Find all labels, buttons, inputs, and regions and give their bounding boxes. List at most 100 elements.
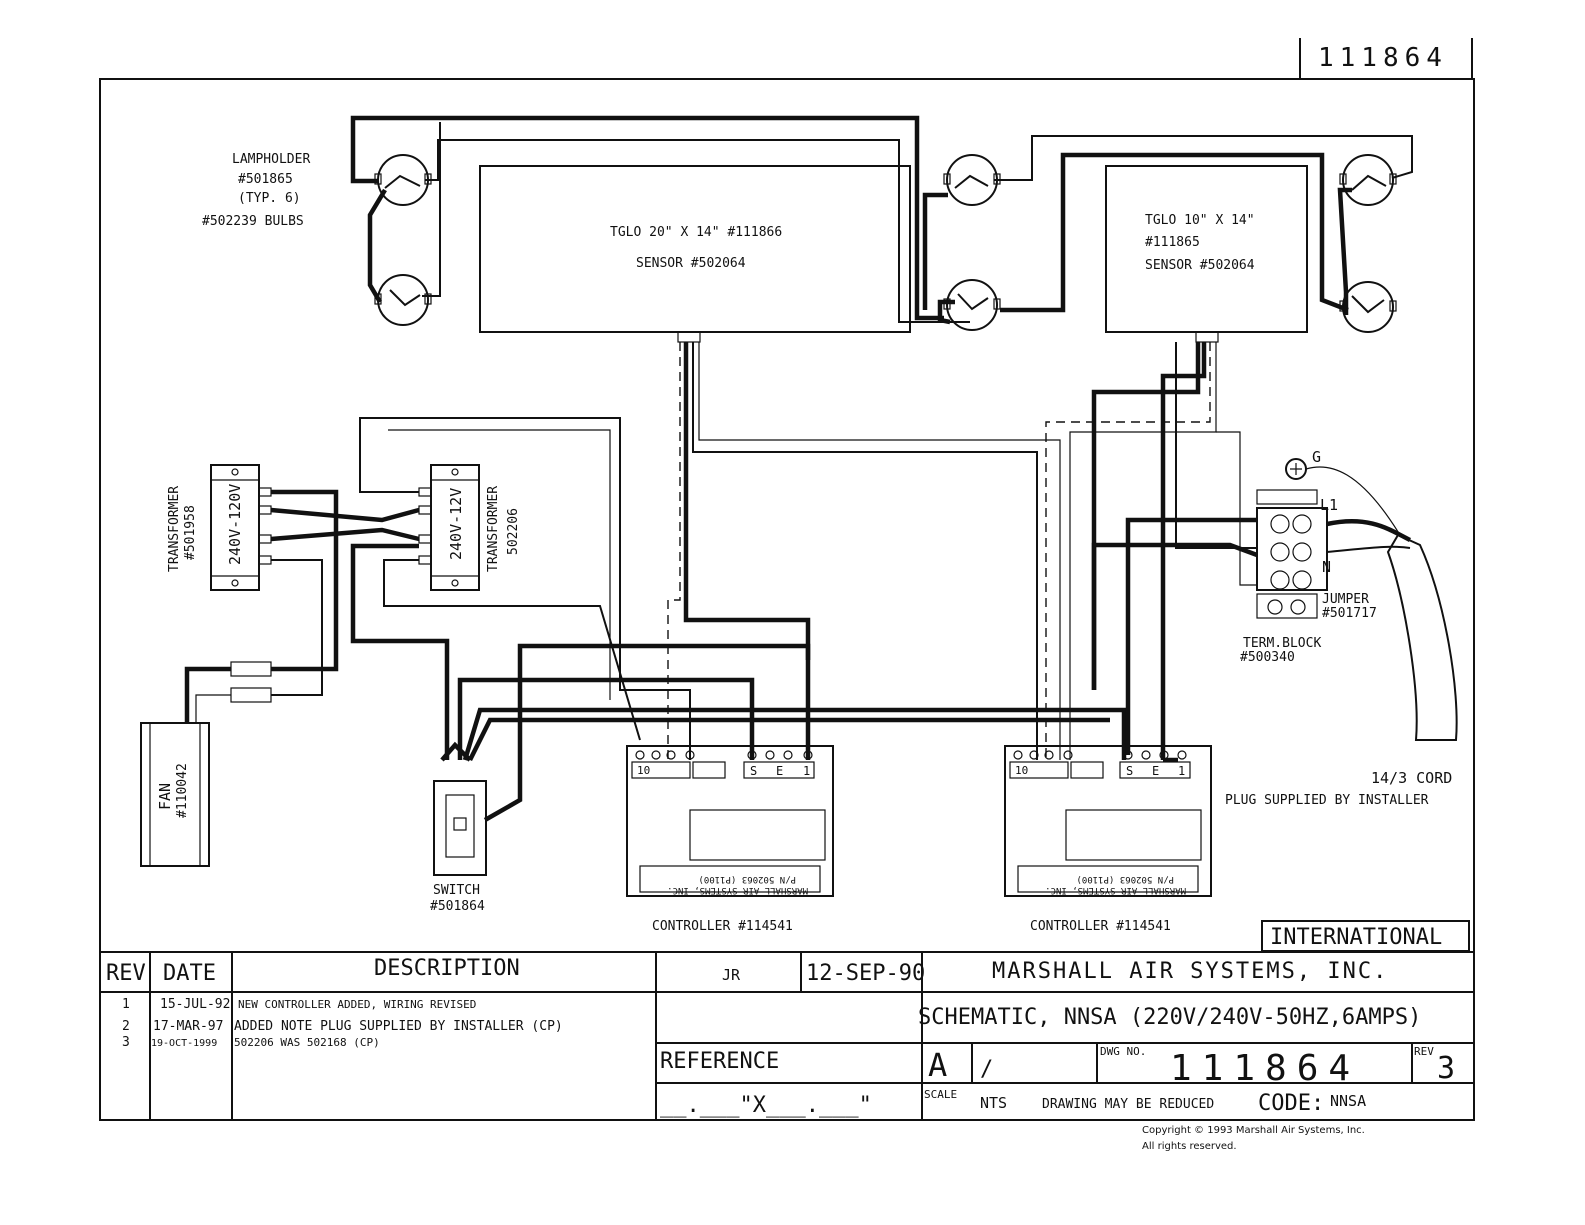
fan (140, 722, 210, 867)
fan-label: FAN (156, 783, 174, 810)
dwg-no-label: DWG NO. (1100, 1045, 1146, 1058)
transformer-left-part: #501958 (183, 505, 198, 560)
tglo-large-sensor: SENSOR #502064 (636, 256, 746, 271)
transformer-240v-120v: 240V-120V (210, 464, 272, 591)
term-block-label: TERM.BLOCK (1243, 636, 1321, 651)
svg-text:LAMPHOLDER: LAMPHOLDER (232, 152, 310, 167)
term-block-part: #500340 (1240, 650, 1295, 665)
tglo-small-sensor: SENSOR #502064 (1145, 258, 1255, 273)
jumper-label: JUMPER (1322, 592, 1369, 607)
svg-text:502206 WAS 502168 (CP): 502206 WAS 502168 (CP) (234, 1036, 380, 1049)
switch-label: SWITCH (433, 883, 480, 898)
svg-text:MARSHALL AIR SYSTEMS, INC.: MARSHALL AIR SYSTEMS, INC. (667, 885, 808, 895)
code-value: NNSA (1330, 1092, 1366, 1110)
svg-text:S: S (1126, 764, 1133, 778)
svg-text:(TYP. 6): (TYP. 6) (238, 191, 301, 206)
svg-text:1: 1 (803, 764, 810, 778)
scale-value: NTS (980, 1094, 1007, 1112)
revision-row: 2 17-MAR-97 ADDED NOTE PLUG SUPPLIED BY … (122, 1019, 563, 1034)
sheet-border (99, 38, 1475, 1121)
svg-text:#501865: #501865 (238, 172, 293, 187)
company-name: MARSHALL AIR SYSTEMS, INC. (992, 959, 1388, 984)
svg-text:E: E (1152, 764, 1159, 778)
svg-text:15-JUL-92: 15-JUL-92 (160, 997, 230, 1012)
lampholder (1339, 281, 1397, 333)
svg-text:17-MAR-97: 17-MAR-97 (153, 1019, 223, 1034)
cord-label: 14/3 CORD (1371, 769, 1452, 787)
terminal-l1-label: L1 (1320, 496, 1338, 514)
controller-right: 10 S E 1 MARSHALL AIR SYSTEMS, INC. P/N … (1004, 745, 1212, 897)
tglo-small-part: #111865 (1145, 235, 1200, 250)
svg-text:240V-12V: 240V-12V (447, 488, 465, 560)
dwg-no-value: 111864 (1170, 1048, 1360, 1089)
sensor-wiring (667, 331, 1219, 763)
terminal-g-label: G (1312, 448, 1321, 466)
controller-left: 10 S E 1 MARSHALL AIR SYSTEMS, INC. P/N … (626, 745, 834, 897)
svg-text:19-OCT-1999: 19-OCT-1999 (151, 1038, 217, 1049)
reference-label: REFERENCE (660, 1049, 779, 1074)
svg-text:2: 2 (122, 1019, 130, 1034)
svg-text:240V-120V: 240V-120V (226, 484, 244, 565)
svg-text:ADDED NOTE PLUG SUPPLIED BY IN: ADDED NOTE PLUG SUPPLIED BY INSTALLER (C… (234, 1019, 563, 1034)
svg-text:MARSHALL AIR SYSTEMS, INC.: MARSHALL AIR SYSTEMS, INC. (1045, 885, 1186, 895)
tglo-small-label: TGLO 10" X 14" (1145, 213, 1255, 228)
size-value: A (928, 1046, 947, 1084)
fan-part: #110042 (175, 763, 190, 818)
svg-text:3: 3 (122, 1035, 130, 1050)
lampholder (943, 154, 1001, 206)
terminal-block (1256, 458, 1328, 619)
copyright-rights: All rights reserved. (1142, 1141, 1237, 1152)
tglo-large-label: TGLO 20" X 14" #111866 (610, 225, 782, 240)
drawn-date: 12-SEP-90 (806, 961, 925, 986)
lampholder-label: LAMPHOLDER #501865 (TYP. 6) #502239 BULB… (202, 152, 310, 229)
revision-row: 3 19-OCT-1999 502206 WAS 502168 (CP) (122, 1035, 380, 1050)
svg-text:NEW CONTROLLER ADDED, WIRING R: NEW CONTROLLER ADDED, WIRING REVISED (238, 998, 476, 1011)
transformer-240v-12v: 240V-12V (418, 464, 480, 591)
lampholder (1339, 154, 1397, 206)
switch (433, 780, 487, 876)
svg-text:10: 10 (637, 764, 650, 777)
svg-text:E: E (776, 764, 783, 778)
international-box (1261, 920, 1470, 952)
rev-label: REV (1414, 1045, 1434, 1058)
rev-value: 3 (1437, 1051, 1455, 1086)
lampholder (374, 154, 432, 206)
cord-note: PLUG SUPPLIED BY INSTALLER (1225, 793, 1429, 808)
svg-text:P/N 502063 (P1100): P/N 502063 (P1100) (1076, 874, 1174, 884)
revision-row: 1 15-JUL-92 NEW CONTROLLER ADDED, WIRING… (122, 997, 476, 1012)
drawn-by: JR (722, 966, 741, 984)
scale-label: SCALE (924, 1088, 957, 1101)
terminal-n-label: N (1322, 558, 1331, 576)
lamp-wiring (350, 115, 1413, 325)
transformer-wiring (270, 417, 1127, 822)
copyright-line: Copyright © 1993 Marshall Air Systems, I… (1142, 1125, 1365, 1136)
code-label: CODE: (1258, 1091, 1324, 1116)
switch-part: #501864 (430, 899, 485, 914)
controller-left-label: CONTROLLER #114541 (652, 919, 793, 934)
controller-right-label: CONTROLLER #114541 (1030, 919, 1171, 934)
svg-text:S: S (750, 764, 757, 778)
title-block (100, 952, 1474, 1120)
date-header: DATE (163, 961, 216, 986)
drawing-title: SCHEMATIC, NNSA (220V/240V-50HZ,6AMPS) (918, 1005, 1421, 1030)
svg-text:#502239 BULBS: #502239 BULBS (202, 214, 304, 229)
svg-text:1: 1 (122, 997, 130, 1012)
power-wiring (1091, 342, 1458, 755)
jumper-part: #501717 (1322, 606, 1377, 621)
tglo-small-box (1105, 165, 1308, 333)
corner-drawing-number: 111864 (1318, 43, 1448, 73)
svg-text:1: 1 (1178, 764, 1185, 778)
description-header: DESCRIPTION (374, 956, 520, 981)
fan-connector (184, 489, 339, 723)
transformer-mid-label: TRANSFORMER (486, 486, 501, 572)
svg-text:10: 10 (1015, 764, 1028, 777)
transformer-mid-part: 502206 (506, 508, 521, 555)
size-mark: / (980, 1057, 993, 1082)
svg-text:P/N 502063 (P1100): P/N 502063 (P1100) (698, 874, 796, 884)
reduced-note: DRAWING MAY BE REDUCED (1042, 1097, 1214, 1112)
reference-line: __.___"X___.___" (660, 1093, 872, 1118)
rev-header: REV (106, 961, 146, 986)
international-label: INTERNATIONAL (1270, 925, 1442, 950)
transformer-left-label: TRANSFORMER (167, 486, 182, 572)
